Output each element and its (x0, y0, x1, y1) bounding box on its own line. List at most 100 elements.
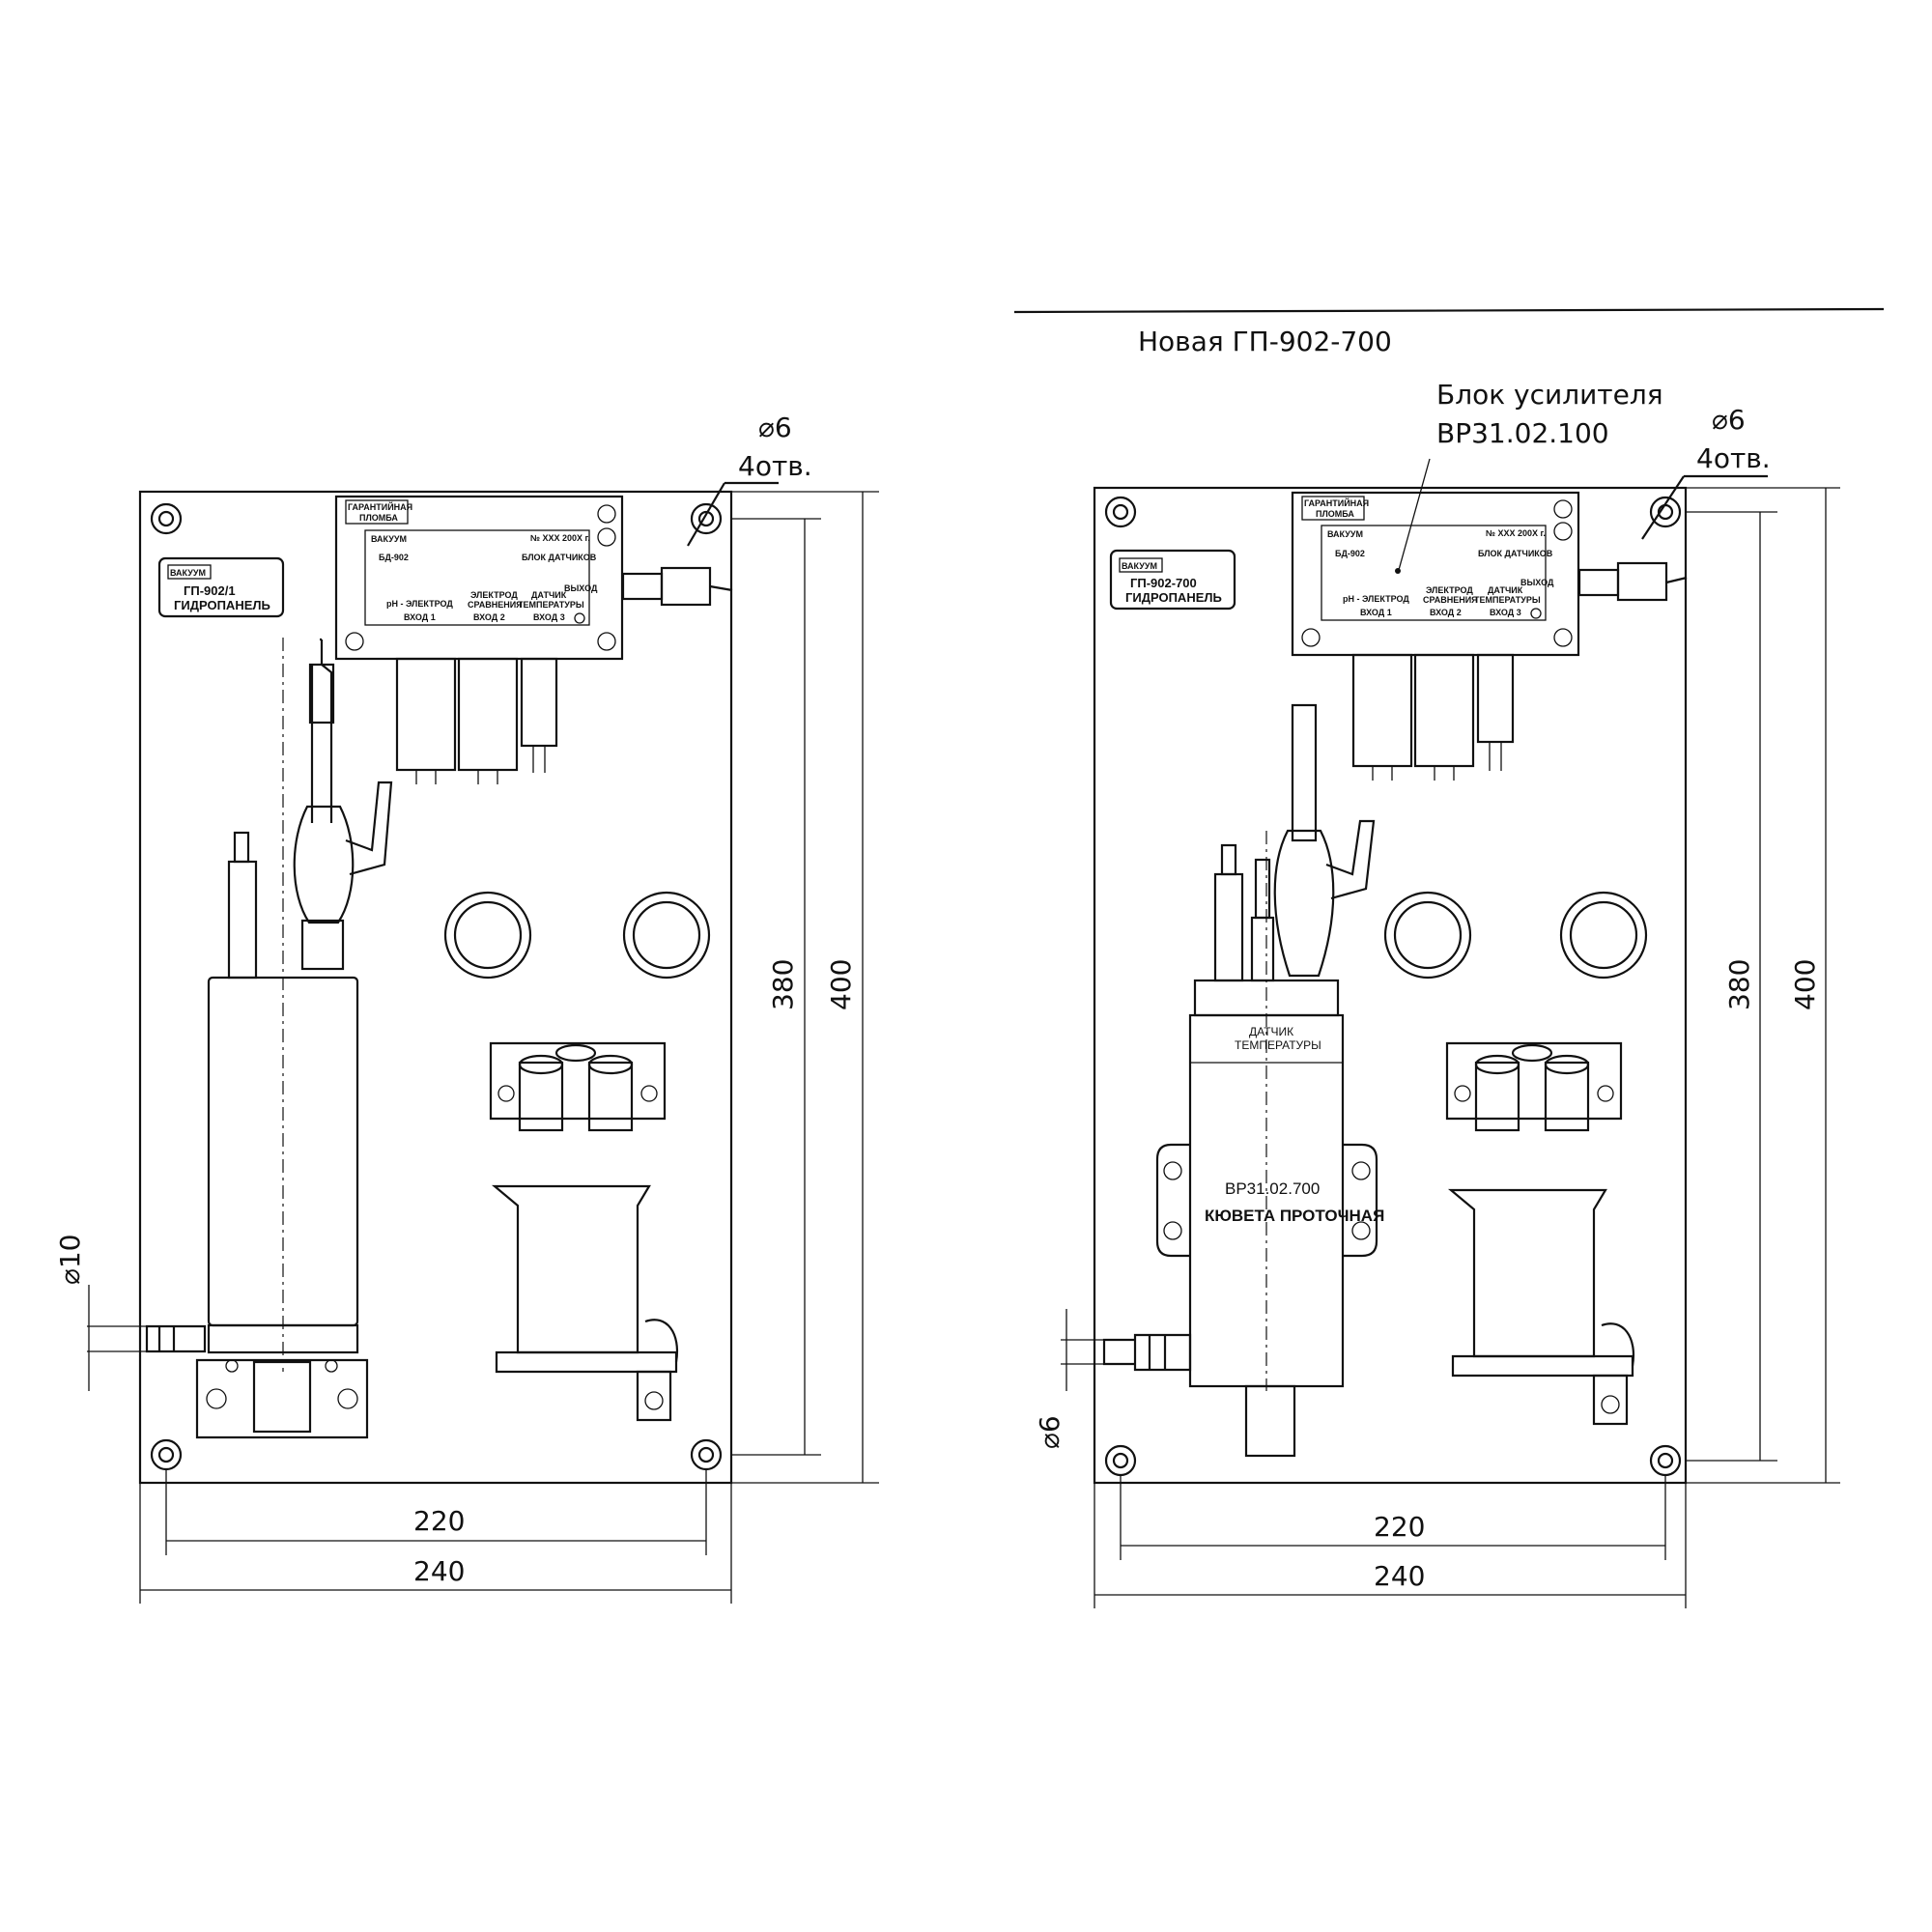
right-mount-hole-tr (1649, 496, 1682, 528)
right-valve-block (1445, 1041, 1623, 1132)
right-gauge-window-1 (1383, 891, 1472, 980)
left-seal-line2: ПЛОМБА (359, 513, 398, 523)
left-hole-dia: ⌀6 (758, 412, 792, 443)
right-outer-height: 400 (1789, 959, 1821, 1010)
header-rule (1013, 307, 1885, 314)
right-cuvette-temp-label1: ДАТЧИК (1249, 1025, 1293, 1038)
right-ref-bulb (1273, 829, 1335, 978)
left-plate-type: ГИДРОПАНЕЛЬ (174, 598, 270, 612)
left-dimensions: ⌀6 4отв. 380 400 220 240 (54, 412, 879, 1604)
left-col3-bot: ВХОД 3 (533, 612, 565, 622)
right-sensor-model: БД-902 (1335, 549, 1365, 558)
left-sensor-model: БД-902 (379, 553, 409, 562)
left-mount-hole-bl (150, 1438, 183, 1471)
left-sensor-serial: № XXX 200X г. (530, 533, 590, 543)
right-nameplate (1109, 549, 1236, 611)
amplifier-label: Блок усилителя (1436, 379, 1663, 411)
left-logo-box (167, 564, 212, 580)
left-hole-count: 4отв. (738, 450, 812, 482)
right-inner-height: 380 (1723, 959, 1755, 1010)
left-sensor-screws (345, 504, 616, 651)
right-plate-type: ГИДРОПАНЕЛЬ (1125, 590, 1222, 605)
right-cuvette-temp-label2: ТЕМПЕРАТУРЫ (1235, 1038, 1321, 1052)
amplifier-leader-dot (1395, 568, 1401, 574)
right-outer-width: 240 (1374, 1560, 1425, 1592)
left-ref-clamp (300, 919, 345, 971)
left-sensor-box-inner (364, 529, 590, 626)
left-mount-hole-br (690, 1438, 723, 1471)
left-valve-block (489, 1041, 667, 1132)
right-ref-side-arm (1325, 819, 1376, 900)
left-outer-height: 400 (825, 959, 857, 1010)
left-gauge-window-1 (443, 891, 532, 980)
right-inlet-dia: ⌀6 (1034, 1415, 1065, 1449)
right-logo-box (1119, 557, 1163, 573)
right-hole-dia: ⌀6 (1712, 404, 1746, 436)
header-title: Новая ГП-902-700 (1138, 326, 1392, 357)
right-col3-top2: ТЕМПЕРАТУРЫ (1474, 595, 1541, 605)
left-ph-electrode-cap (233, 831, 250, 864)
right-gauge-window-2 (1559, 891, 1648, 980)
left-ref-bulb (293, 805, 355, 924)
right-seal-line1: ГАРАНТИЙНАЯ (1304, 497, 1369, 508)
left-temp-sensor-gland (520, 657, 558, 748)
left-inner-width: 220 (413, 1505, 465, 1537)
left-col1-bot: ВХОД 1 (404, 612, 436, 622)
left-sensor-logo: ВАКУУМ (371, 534, 407, 544)
right-bottom-outlet (1244, 1384, 1296, 1458)
left-col1-top: pH - ЭЛЕКТРОД (386, 599, 453, 609)
left-ground-symbol (574, 612, 585, 624)
right-cuvette-name: КЮВЕТА ПРОТОЧНАЯ (1205, 1207, 1384, 1225)
left-flow-cell-ring (207, 1323, 359, 1354)
right-drain-cup (1447, 1188, 1635, 1426)
right-sensor-name: БЛОК ДАТЧИКОВ (1478, 549, 1553, 558)
left-sensor-output: ВЫХОД (564, 583, 598, 593)
left-col2-top2: СРАВНЕНИЯ (468, 600, 523, 610)
right-plate-name: ГП-902-700 (1130, 576, 1197, 590)
right-temp-probe (1250, 916, 1275, 982)
left-ref-side-arm (345, 781, 393, 876)
left-cable-nut (660, 566, 712, 607)
left-seal-box (345, 499, 409, 525)
right-mount-hole-tl (1104, 496, 1137, 528)
amplifier-code: ВР31.02.100 (1436, 417, 1609, 449)
left-gauge-window-2 (622, 891, 711, 980)
left-ph-electrode (227, 860, 258, 980)
right-col1-bot: ВХОД 1 (1360, 608, 1392, 617)
right-inner-width: 220 (1374, 1511, 1425, 1543)
left-mount-hole-tr (690, 502, 723, 535)
right-col2-bot: ВХОД 2 (1430, 608, 1462, 617)
right-mount-hole-br (1649, 1444, 1682, 1477)
left-drain-cup (491, 1184, 679, 1422)
right-hole-count: 4отв. (1696, 442, 1771, 474)
left-inlet-nozzle (145, 1324, 207, 1353)
right-col2-top1: ЭЛЕКТРОД (1426, 585, 1473, 595)
right-seal-box (1301, 496, 1365, 521)
left-mount-hole-tl (150, 502, 183, 535)
left-panel: ВАКУУМ ГП-902/1 ГИДРОПАНЕЛЬ ГАРАНТИЙНАЯ … (54, 412, 879, 1604)
right-col1-top: pH - ЭЛЕКТРОД (1343, 594, 1409, 604)
right-sensor-output: ВЫХОД (1520, 578, 1554, 587)
left-col3-top1: ДАТЧИК (531, 590, 567, 600)
right-temp-probe-cap (1254, 858, 1271, 920)
left-bottom-fitting (252, 1360, 312, 1434)
right-electrode-1 (1351, 653, 1413, 768)
left-ref-electrode (310, 638, 333, 823)
right-cuvette-code: ВР31.02.700 (1225, 1179, 1320, 1198)
right-col2-top2: СРАВНЕНИЯ (1423, 595, 1478, 605)
left-inlet-dia: ⌀10 (54, 1235, 86, 1286)
left-col2-bot: ВХОД 2 (473, 612, 505, 622)
left-plate-name: ГП-902/1 (184, 583, 236, 598)
left-plate (138, 490, 733, 1485)
left-electrode-wires (415, 746, 546, 784)
left-logo-text: ВАКУУМ (170, 568, 206, 578)
left-nameplate (157, 556, 285, 618)
right-sensor-box-inner (1321, 525, 1547, 621)
left-electrode-1 (395, 657, 457, 772)
right-sensor-logo: ВАКУУМ (1327, 529, 1363, 539)
left-sensor-name: БЛОК ДАТЧИКОВ (522, 553, 597, 562)
right-electrode-2 (1413, 653, 1475, 768)
right-cuvette-bracket-right (1343, 1143, 1378, 1258)
right-cable-gland (1577, 568, 1620, 597)
